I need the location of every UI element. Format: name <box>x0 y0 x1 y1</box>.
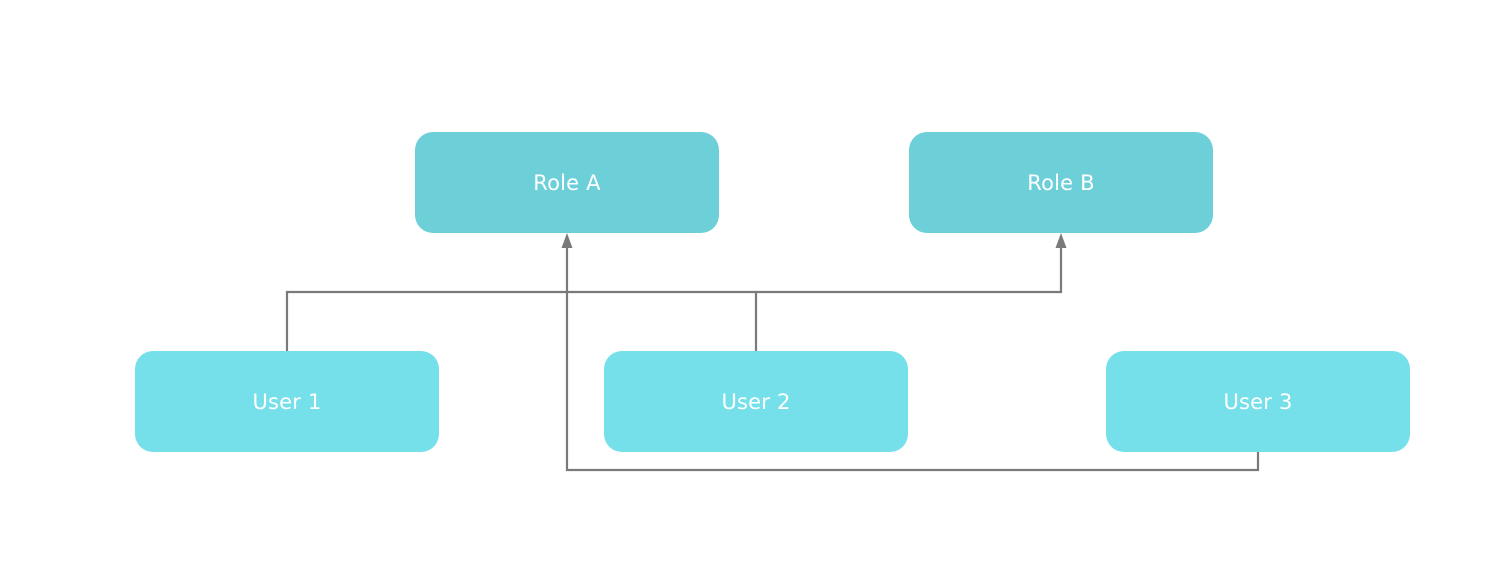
role-a-label: Role A <box>533 170 601 195</box>
user-1-label: User 1 <box>252 389 322 414</box>
role-b-label: Role B <box>1027 170 1095 195</box>
role-a-node[interactable]: Role A <box>415 132 719 233</box>
role-b-node[interactable]: Role B <box>909 132 1213 233</box>
user-2-node[interactable]: User 2 <box>604 351 908 452</box>
arrowhead-role-b <box>1055 233 1067 248</box>
user-3-node[interactable]: User 3 <box>1106 351 1410 452</box>
arrowhead-role-a <box>561 233 573 248</box>
connector-user1-to-roleb <box>285 246 1063 351</box>
connector-user3-to-rolea <box>565 246 1260 472</box>
user-3-label: User 3 <box>1223 389 1293 414</box>
user-2-label: User 2 <box>721 389 791 414</box>
user-1-node[interactable]: User 1 <box>135 351 439 452</box>
